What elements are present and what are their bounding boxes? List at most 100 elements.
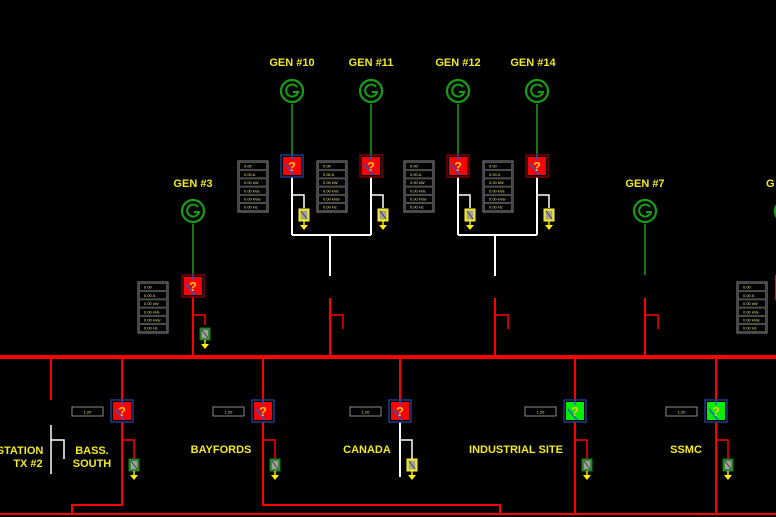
bass_south-ground-switch-button[interactable] bbox=[128, 458, 140, 480]
gen3-breaker-button[interactable]: ? bbox=[181, 274, 205, 298]
meter-cell bbox=[738, 315, 766, 324]
ground-arrow-icon bbox=[130, 475, 138, 480]
gen7-generator-icon[interactable] bbox=[632, 198, 658, 224]
meter-cell bbox=[484, 203, 512, 212]
canada-ground-switch-button[interactable] bbox=[406, 458, 418, 480]
ssmc-breaker-button[interactable]: ? bbox=[704, 399, 728, 423]
meter-value: 0.00 bbox=[323, 164, 332, 169]
meter-value: 0.00 kVa bbox=[489, 188, 505, 193]
gen14-ground-switch-button[interactable] bbox=[543, 208, 555, 230]
breaker-blade-line bbox=[363, 163, 374, 176]
bayfords-ground-switch-button[interactable] bbox=[269, 458, 281, 480]
gen3-generator-icon[interactable] bbox=[180, 198, 206, 224]
meter-cell bbox=[239, 170, 267, 179]
gen11-ground-switch-button[interactable] bbox=[377, 208, 389, 230]
ssmc-setpoint-field[interactable]: 1.20 bbox=[665, 406, 698, 417]
setpoint-value: 1.20 bbox=[84, 409, 93, 414]
gen11-label: GEN #11 bbox=[349, 57, 394, 69]
bass-south-label-line1: BASS. bbox=[75, 445, 109, 457]
industrial_site-setpoint-field[interactable]: 1.20 bbox=[524, 406, 557, 417]
meter-value: 0.00 kW bbox=[144, 301, 159, 306]
gen10-label: GEN #10 bbox=[269, 57, 314, 69]
setpoint-frame bbox=[212, 406, 245, 417]
meter-cell bbox=[318, 186, 346, 195]
gen12-breaker-button[interactable]: ? bbox=[446, 154, 470, 178]
meter-cell bbox=[484, 162, 512, 171]
bass_south-breaker-button[interactable]: ? bbox=[110, 399, 134, 423]
setpoint-value: 1.20 bbox=[678, 409, 687, 414]
meter-cell bbox=[405, 178, 433, 187]
ground-switch-blade bbox=[379, 210, 387, 220]
meter-cell bbox=[738, 324, 766, 333]
bayfords-setpoint-field[interactable]: 1.20 bbox=[212, 406, 245, 417]
ground-switch-blade bbox=[408, 460, 416, 470]
breaker-body bbox=[391, 402, 409, 420]
gen14-generator-icon[interactable] bbox=[524, 78, 550, 104]
setpoint-frame bbox=[524, 406, 557, 417]
meter-cell bbox=[405, 170, 433, 179]
industrial_site-ground-tap bbox=[575, 439, 588, 460]
gen12-generator-icon[interactable] bbox=[445, 78, 471, 104]
meter-value: 0.00 kVar bbox=[743, 318, 760, 323]
meter-cell bbox=[239, 162, 267, 171]
gen12-14-bus-tap bbox=[495, 314, 509, 329]
generator-outer-ring bbox=[524, 78, 550, 104]
gen11-generator-icon[interactable] bbox=[358, 78, 384, 104]
breaker-unknown-state-icon: ? bbox=[189, 279, 197, 294]
gen10-ground-switch-button[interactable] bbox=[298, 208, 310, 230]
gen7-tap bbox=[645, 314, 659, 329]
meter-cell bbox=[318, 178, 346, 187]
bass_south-setpoint-field[interactable]: 1.20 bbox=[71, 406, 104, 417]
meter-value: 0.00 Hz bbox=[323, 205, 337, 210]
meter-cell bbox=[139, 307, 167, 316]
meter-value: 0.00 bbox=[144, 285, 153, 290]
meter-cell bbox=[405, 162, 433, 171]
gen10-generator-icon[interactable] bbox=[279, 78, 305, 104]
canada-breaker-button[interactable]: ? bbox=[388, 399, 412, 423]
gen3-ground-switch-button[interactable] bbox=[199, 327, 211, 349]
wiring-layer bbox=[0, 104, 776, 515]
gen3-ground-tap bbox=[193, 314, 206, 325]
meter-cell bbox=[405, 186, 433, 195]
ground-switch-blade bbox=[466, 210, 474, 220]
meter-value: 0.00 kW bbox=[743, 301, 758, 306]
gen-partial-generator-icon[interactable] bbox=[773, 200, 776, 222]
symbols-layer: ? 0.00 0.00 A 0.00 kW 0.00 kVa 0.00 kVar 0.00 … bbox=[71, 78, 776, 480]
breaker-body bbox=[254, 402, 272, 420]
bayfords-breaker-button[interactable]: ? bbox=[251, 399, 275, 423]
meter-cell bbox=[139, 324, 167, 333]
meter-cell bbox=[239, 178, 267, 187]
gen14-ground-tap bbox=[537, 194, 550, 208]
ground-switch-blade bbox=[545, 210, 553, 220]
industrial-site-label: INDUSTRIAL SITE bbox=[469, 444, 563, 456]
meter-value: 0.00 kVar bbox=[323, 197, 340, 202]
gen12-ground-switch-button[interactable] bbox=[464, 208, 476, 230]
gen14-breaker-button[interactable]: ? bbox=[525, 154, 549, 178]
ssmc-ground-switch-button[interactable] bbox=[722, 458, 734, 480]
breaker-unknown-state-icon: ? bbox=[288, 159, 296, 174]
gen10-breaker-button[interactable]: ? bbox=[280, 154, 304, 178]
meter-value: 0.00 kVa bbox=[743, 309, 759, 314]
meter-cell bbox=[484, 178, 512, 187]
ground-switch-blade bbox=[583, 460, 591, 470]
breaker-body bbox=[113, 402, 131, 420]
meter-cell bbox=[318, 162, 346, 171]
industrial_site-ground-switch-button[interactable] bbox=[581, 458, 593, 480]
ground-arrow-icon bbox=[379, 225, 387, 230]
breaker-body bbox=[528, 157, 546, 175]
gen10-11-bus-tap bbox=[330, 314, 344, 329]
gen11-ground-tap bbox=[371, 194, 384, 208]
generator-g-glyph bbox=[530, 83, 545, 98]
industrial_site-breaker-button[interactable]: ? bbox=[563, 399, 587, 423]
meter-value: 0.00 A bbox=[743, 293, 755, 298]
meter-value: 0.00 bbox=[244, 164, 253, 169]
canada-setpoint-field[interactable]: 1.20 bbox=[349, 406, 382, 417]
generator-outer-ring bbox=[279, 78, 305, 104]
breaker-blade-line bbox=[185, 283, 196, 296]
gen11-breaker-button[interactable]: ? bbox=[359, 154, 383, 178]
meter-value: 0.00 kVa bbox=[323, 188, 339, 193]
gen12-ground-tap bbox=[458, 194, 471, 208]
